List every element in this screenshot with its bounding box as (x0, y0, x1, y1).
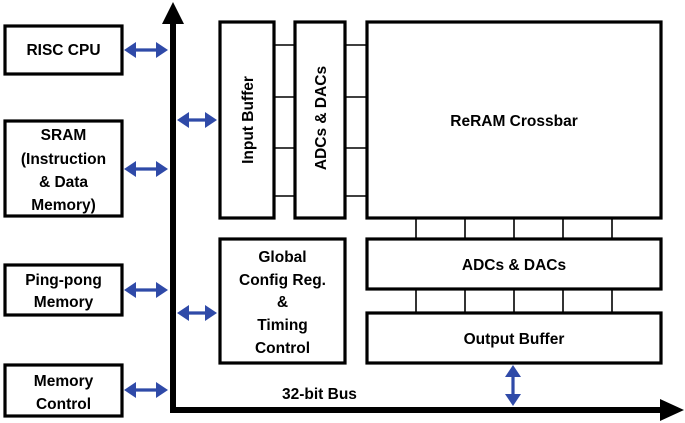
bus-up-arrowhead (162, 2, 184, 24)
output-buffer-block: Output Buffer (365, 311, 663, 365)
memory-control-bus-arrow (124, 382, 168, 398)
sram-label-line-2: (Instruction (21, 151, 106, 168)
memory-control-block: Memory Control (3, 363, 124, 418)
input-buffer-block: Input Buffer (218, 20, 276, 220)
sram-block: SRAM (Instruction & Data Memory) (3, 119, 124, 218)
input-buffer-label: Input Buffer (240, 76, 257, 164)
global-config-label-line-5: Control (255, 340, 310, 357)
adc-to-crossbar-wires (345, 44, 367, 197)
ping-pong-memory-block: Ping-pong Memory (3, 263, 124, 317)
ping-pong-label-line-1: Ping-pong (25, 272, 102, 289)
global-config-bus-arrow (177, 305, 217, 321)
input-to-adc-wires (274, 44, 295, 197)
bus-label: 32-bit Bus (282, 386, 357, 403)
sram-bus-arrow (124, 161, 168, 177)
input-buffer-bus-arrow (177, 112, 217, 128)
adc-to-output-wires (415, 289, 613, 313)
memory-control-label-line-1: Memory (34, 373, 94, 390)
global-config-label-line-3: & (277, 294, 288, 311)
system-bus (162, 2, 684, 421)
reram-crossbar-label: ReRAM Crossbar (450, 113, 577, 130)
bus-right-arrowhead (660, 399, 684, 421)
ping-pong-bus-arrow (124, 282, 168, 298)
global-config-block: Global Config Reg. & Timing Control (218, 237, 347, 365)
output-buffer-label: Output Buffer (464, 331, 565, 348)
adcs-dacs-horizontal-block: ADCs & DACs (365, 237, 663, 291)
global-config-label-line-1: Global (258, 249, 306, 266)
adcs-dacs-vertical-label: ADCs & DACs (313, 66, 330, 170)
ping-pong-label-line-2: Memory (34, 294, 94, 311)
risc-cpu-bus-arrow (124, 42, 168, 58)
sram-label-line-3: & Data (39, 174, 88, 191)
global-config-label-line-2: Config Reg. (239, 272, 326, 289)
adcs-dacs-vertical-block: ADCs & DACs (293, 20, 347, 220)
global-config-label-line-4: Timing (257, 317, 308, 334)
risc-cpu-block: RISC CPU (3, 24, 124, 76)
risc-cpu-label: RISC CPU (26, 42, 100, 59)
crossbar-to-adc-wires (415, 218, 613, 239)
output-buffer-bus-arrow (505, 365, 521, 406)
reram-crossbar-block: ReRAM Crossbar (365, 20, 663, 220)
sram-label-line-1: SRAM (41, 127, 87, 144)
sram-label-line-4: Memory) (31, 197, 96, 214)
adcs-dacs-horizontal-label: ADCs & DACs (462, 257, 566, 274)
memory-control-label-line-2: Control (36, 396, 91, 413)
